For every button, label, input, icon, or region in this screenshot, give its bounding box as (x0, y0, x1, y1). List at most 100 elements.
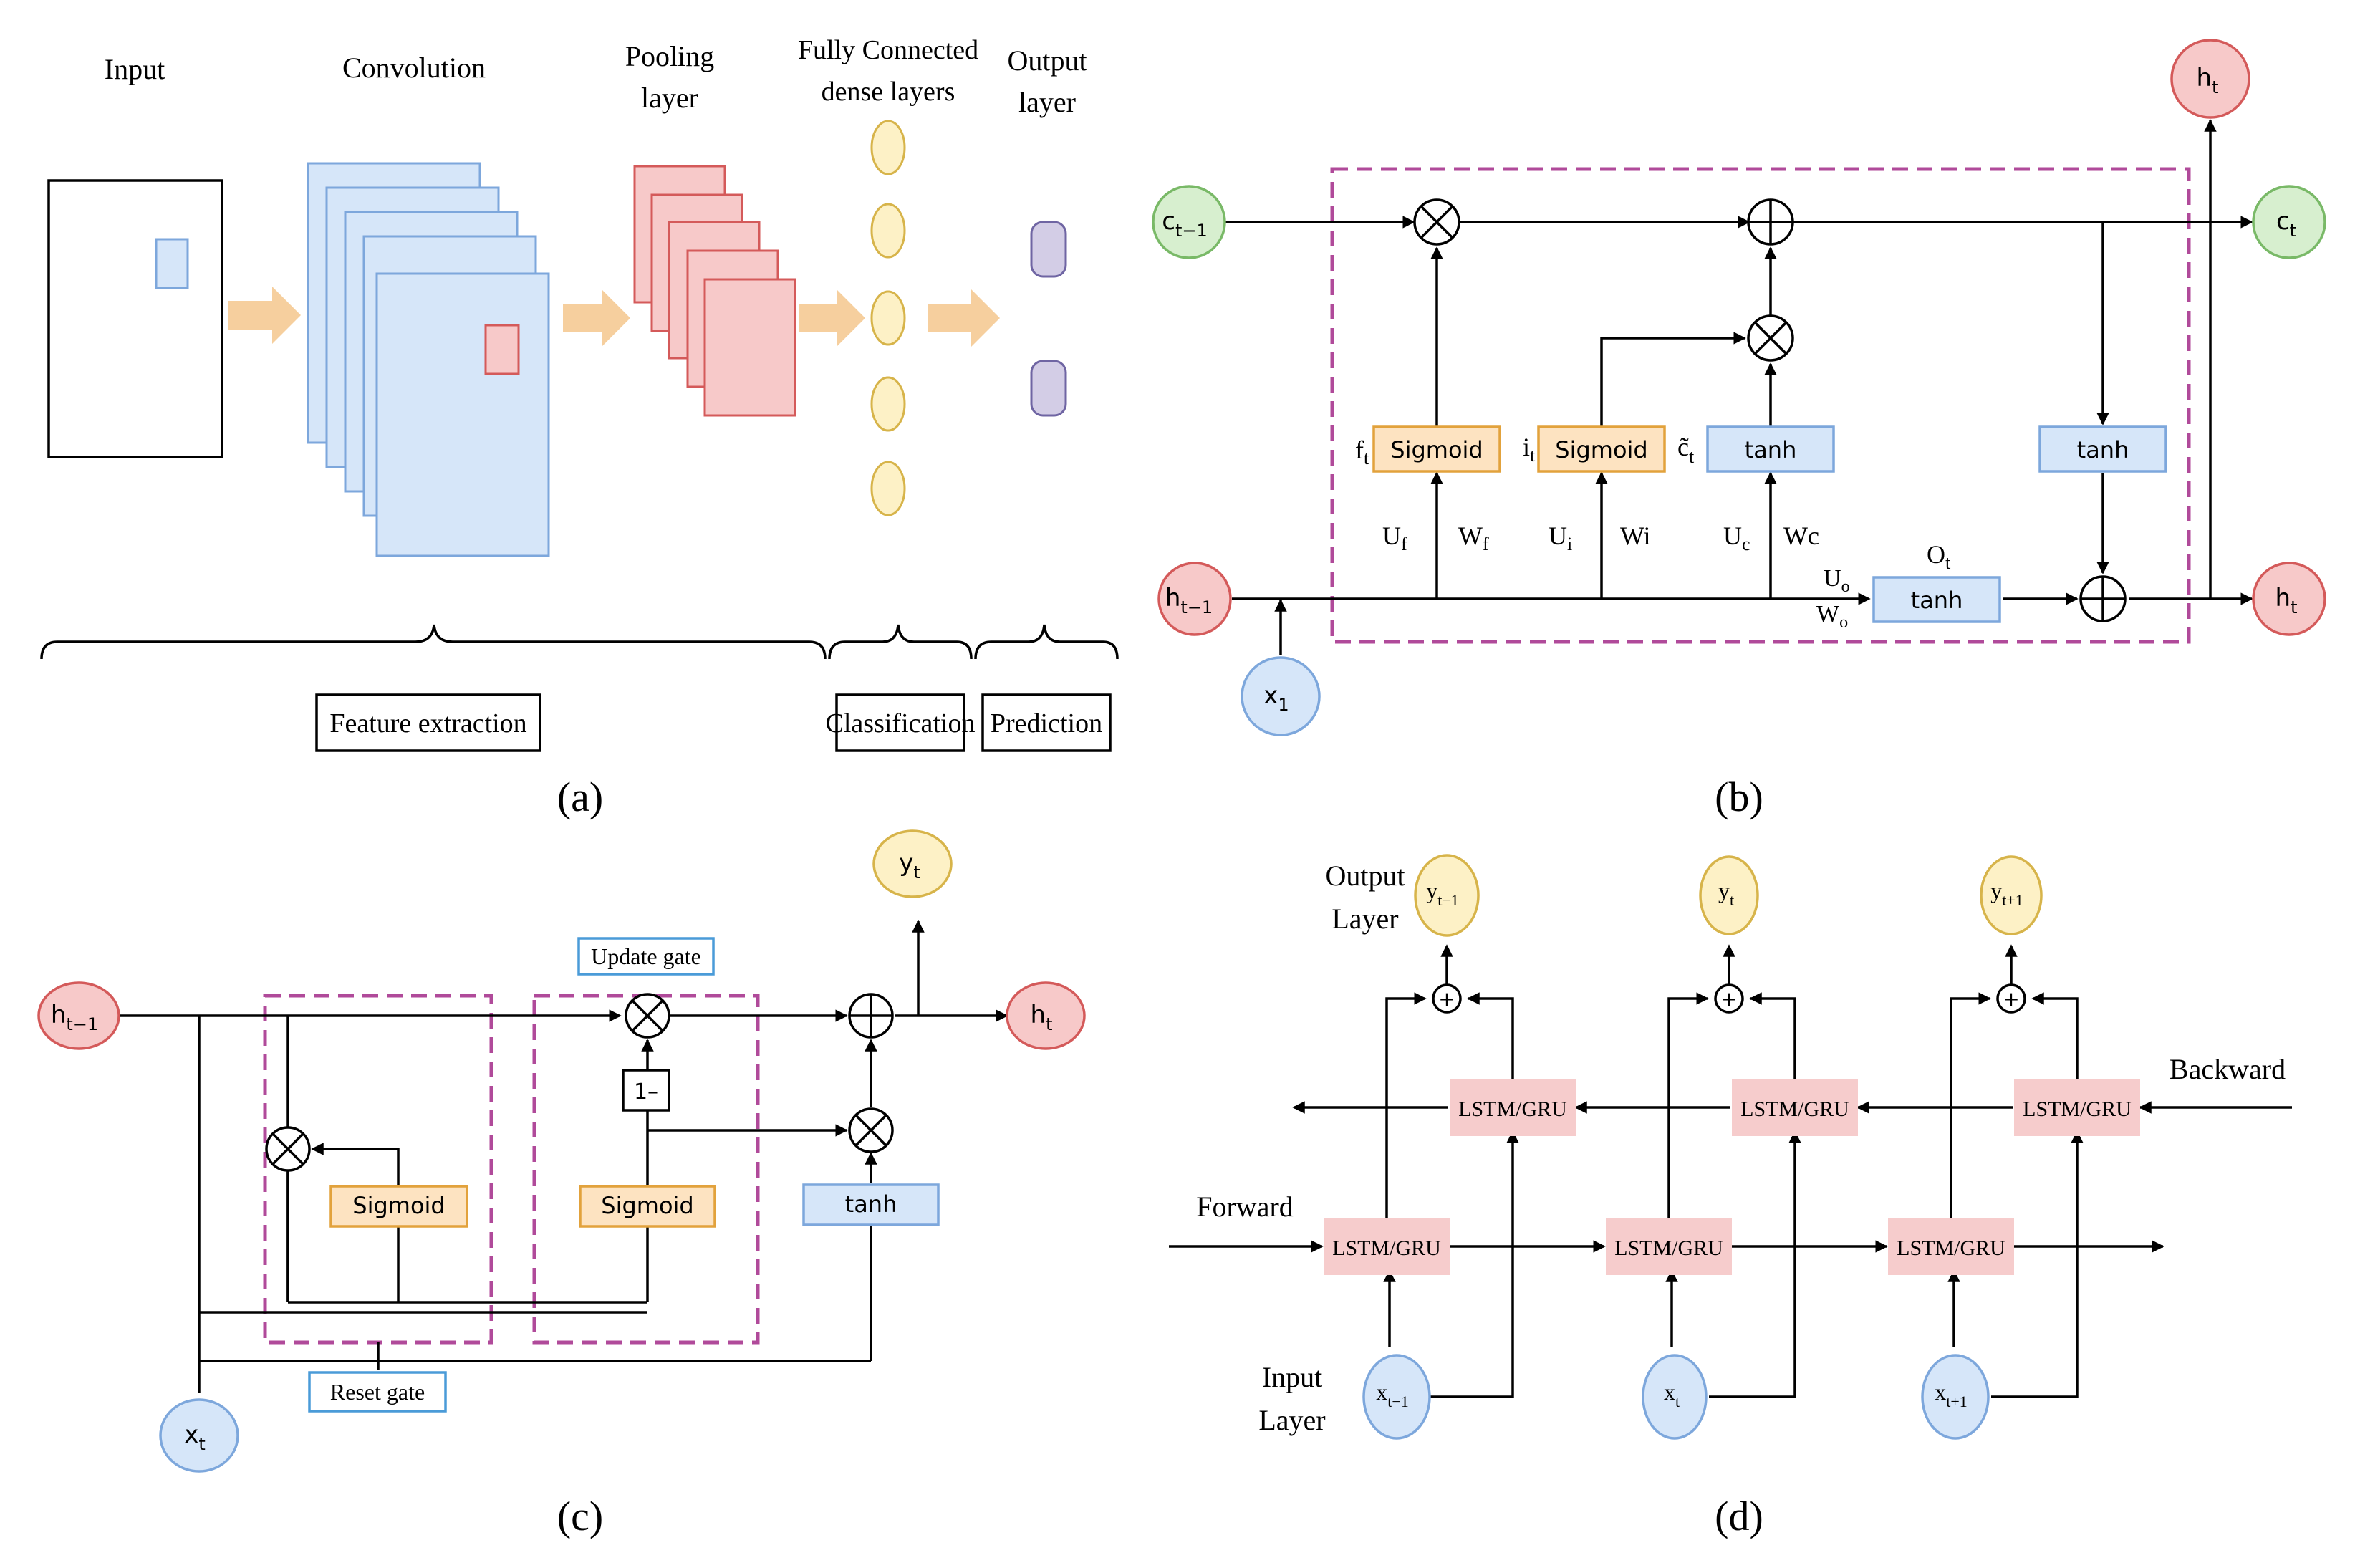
gate-input-label: Sigmoid (1555, 436, 1647, 463)
pool-stack (633, 165, 796, 417)
gate-candidate-label: tanh (1745, 436, 1797, 463)
lstm-output-add (2079, 575, 2127, 622)
sum-node-3 (1996, 983, 2026, 1014)
gate-forget-label: Sigmoid (1390, 436, 1483, 463)
label-ot: Ot (1927, 540, 1951, 573)
label-wf: Wf (1458, 521, 1489, 554)
sum-node-1-label: + (1438, 987, 1455, 1011)
cell-backward-1-label: LSTM/GRU (1458, 1097, 1567, 1121)
label-output-layer-2: Layer (1331, 903, 1398, 935)
lstm-input-multiply (1747, 314, 1794, 362)
output-node-2-label: yt (1718, 877, 1734, 909)
arrow-a-2 (563, 289, 630, 347)
sum-node-2 (1714, 983, 1744, 1014)
label-fc-1: Fully Connected (798, 35, 978, 65)
update-gate-boundary (532, 994, 760, 1345)
svg-text:ht: ht (2197, 64, 2219, 97)
update-gate-tag-label: Update gate (591, 943, 701, 969)
gate-output-label: tanh (1911, 587, 1963, 614)
node-c-out: ct (2252, 185, 2326, 259)
gru-update-sigmoid (579, 1185, 716, 1228)
arrow-a-3 (799, 289, 865, 347)
gru-update-sigmoid-label: Sigmoid (601, 1192, 693, 1219)
text-feature-extraction: Feature extraction (329, 708, 526, 739)
cell-backward-2 (1732, 1079, 1858, 1136)
label-uf: Uf (1382, 521, 1407, 554)
cell-forward-3-label: LSTM/GRU (1897, 1236, 2005, 1260)
label-fc-2: dense layers (822, 77, 955, 107)
label-wi: Wi (1620, 521, 1651, 550)
input-node-2-label: xt (1664, 1379, 1680, 1410)
output-node-1-label: yt−1 (1426, 877, 1459, 909)
text-prediction: Prediction (991, 708, 1102, 739)
one-minus-label: 1– (634, 1079, 658, 1105)
caption-a: (a) (557, 774, 603, 820)
node-h-prev: ht−1 (1157, 562, 1232, 636)
input-node-2 (1642, 1354, 1708, 1440)
one-minus-box (622, 1069, 670, 1112)
cell-backward-2-label: LSTM/GRU (1740, 1097, 1849, 1121)
svg-text:yt: yt (899, 849, 920, 882)
gru-reset-sigmoid-label: Sigmoid (352, 1192, 445, 1219)
cell-backward-3-label: LSTM/GRU (2023, 1097, 2132, 1121)
brace-feature (40, 624, 827, 660)
svg-text:ct−1: ct−1 (1162, 207, 1208, 241)
label-ui: Ui (1549, 521, 1572, 554)
svg-text:ht: ht (1031, 1001, 1053, 1034)
caption-c: (c) (557, 1493, 603, 1539)
node-c-prev: ct−1 (1152, 185, 1226, 259)
gru-reset-sigmoid (329, 1185, 468, 1228)
timestep-t+1: LSTM/GRU LSTM/GRU + yt+1 xt+1 (1888, 855, 2140, 1440)
label-uo: Uo (1824, 565, 1850, 596)
input-receptive-field (155, 238, 189, 289)
sum-node-2-label: + (1720, 987, 1737, 1011)
gate-input (1537, 425, 1666, 473)
sum-node-1 (1432, 983, 1462, 1014)
input-node-1-label: xt−1 (1376, 1379, 1409, 1410)
update-gate-tag (577, 937, 715, 976)
reset-gate-tag-label: Reset gate (330, 1379, 425, 1405)
label-pooling-1: Pooling (625, 40, 714, 72)
label-convolution: Convolution (342, 52, 486, 84)
gate-cell-tanh-label: tanh (2077, 436, 2129, 463)
svg-text:x1: x1 (1263, 681, 1289, 715)
panel-c: 1– Sigmoid Sigmoid tanh Update gate Rese… (37, 829, 1086, 1539)
gru-node-x: xt (159, 1398, 239, 1473)
sum-node-3-label: + (2003, 987, 2019, 1011)
gru-output-add (848, 993, 894, 1039)
arrow-a-1 (228, 287, 301, 344)
cell-forward-1 (1324, 1218, 1450, 1275)
reset-gate-tag (308, 1371, 447, 1413)
fc-neurons (870, 120, 906, 516)
output-node-3 (1980, 855, 2043, 935)
node-x: x1 (1241, 656, 1321, 736)
cell-forward-1-label: LSTM/GRU (1332, 1236, 1441, 1260)
timestep-t: LSTM/GRU LSTM/GRU + yt xt (1606, 855, 1858, 1440)
input-node-1 (1362, 1354, 1431, 1440)
caption-b: (b) (1715, 774, 1763, 820)
arrow-a-4 (928, 289, 1000, 347)
box-feature-extraction (315, 693, 541, 752)
timestep-t-1: LSTM/GRU LSTM/GRU + yt−1 xt−1 (1324, 854, 1576, 1440)
input-node-3-label: xt+1 (1935, 1379, 1968, 1410)
label-uc: Uc (1723, 521, 1750, 554)
lstm-cell-boundary (1330, 167, 2191, 644)
label-output-2: layer (1018, 86, 1076, 118)
label-ft: ft (1355, 436, 1369, 468)
lstm-cell-add (1747, 198, 1794, 246)
conv-kernel (484, 324, 520, 375)
label-input-layer-2: Layer (1258, 1404, 1325, 1436)
label-ct: c̃t (1677, 433, 1695, 467)
label-output-1: Output (1007, 44, 1087, 77)
label-input: Input (105, 53, 165, 85)
node-h-top: ht (2170, 39, 2250, 119)
label-backward: Backward (2169, 1053, 2286, 1085)
gate-candidate (1706, 425, 1835, 473)
conv-stack (307, 162, 550, 557)
gru-update-multiply (625, 993, 670, 1039)
box-prediction (981, 693, 1112, 752)
brace-classification (828, 624, 973, 660)
cell-forward-3 (1888, 1218, 2014, 1275)
label-it: it (1523, 433, 1536, 466)
svg-text:ht−1: ht−1 (1165, 584, 1213, 617)
